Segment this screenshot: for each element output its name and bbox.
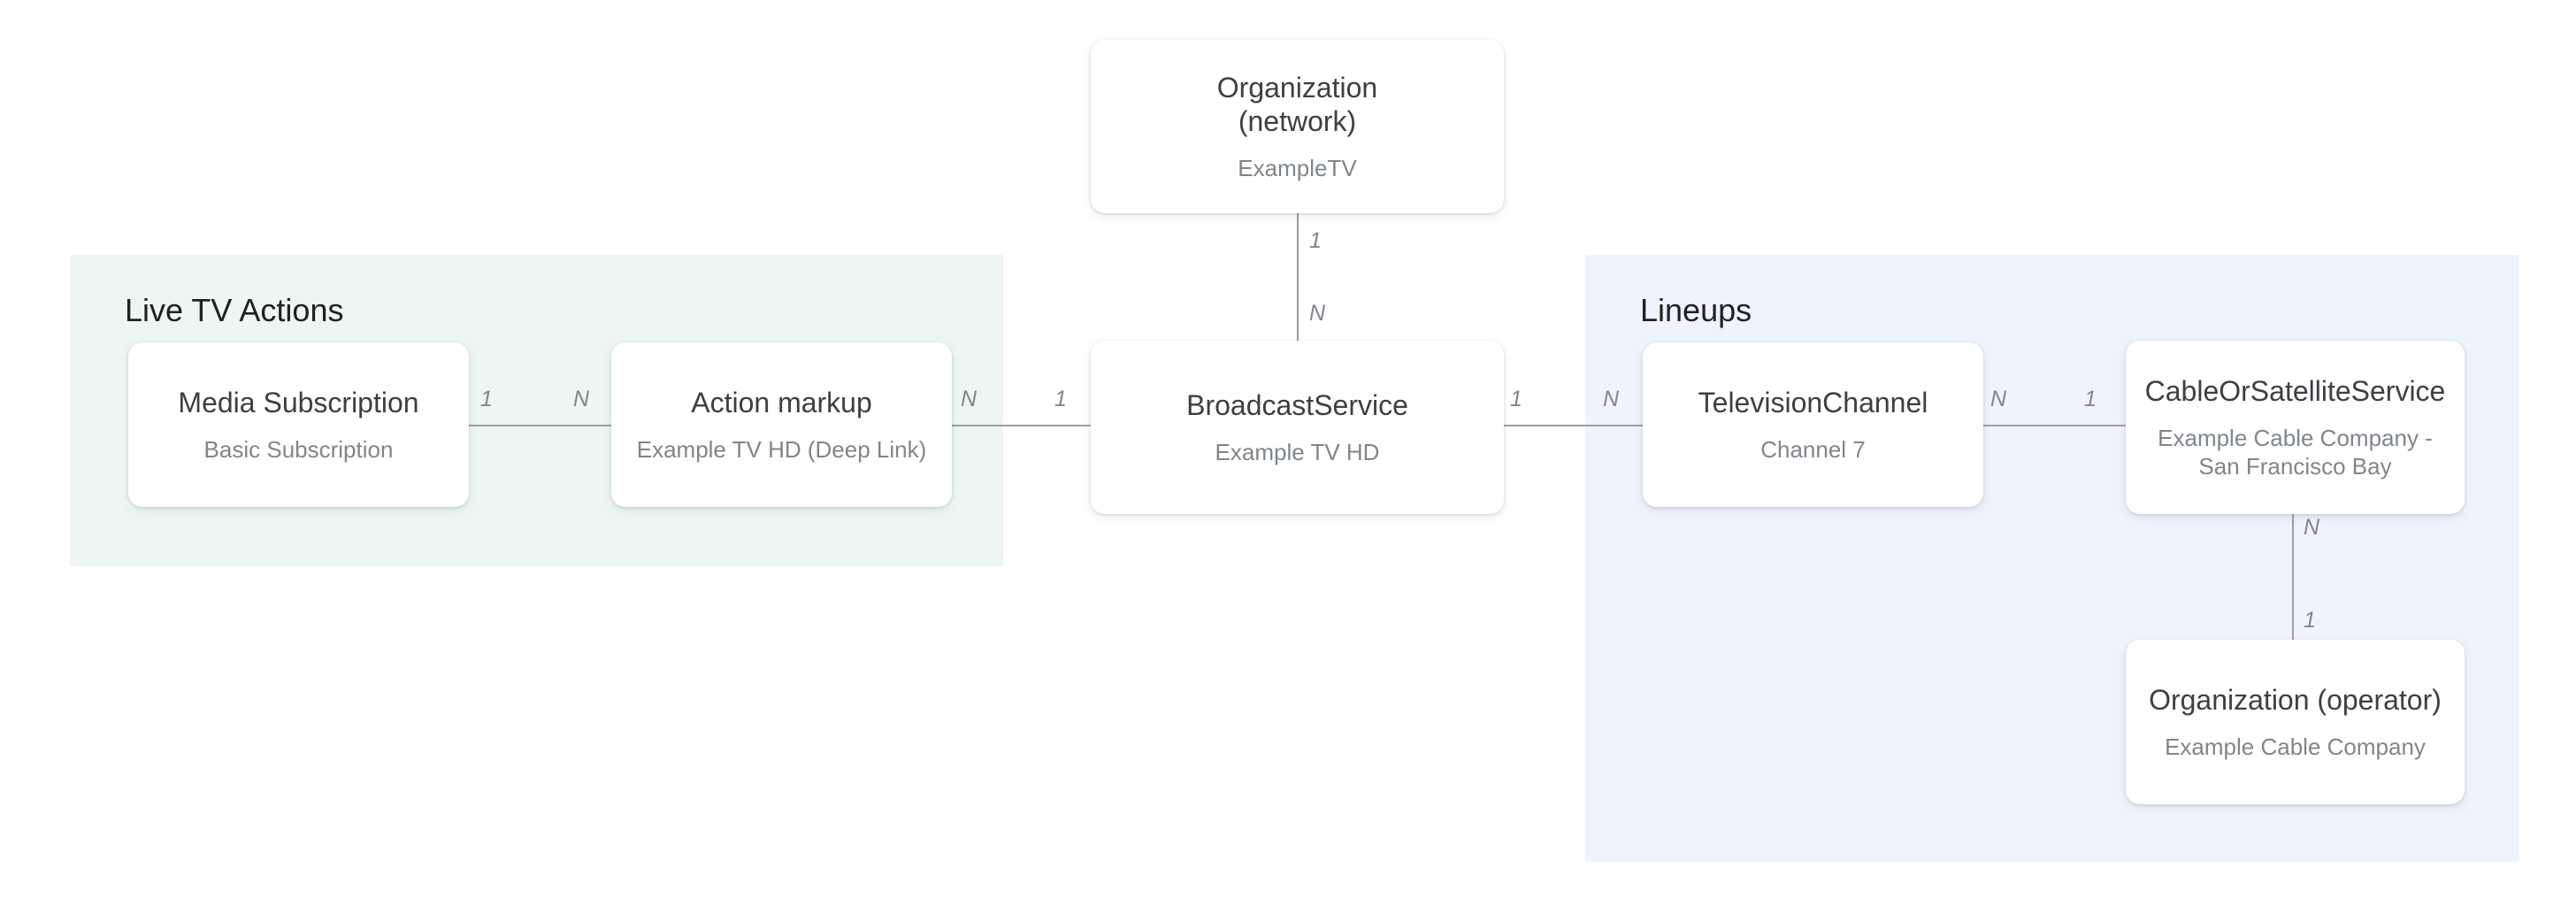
entity-subtitle-broadcast-service: Example TV HD — [1215, 439, 1380, 465]
entity-title-television-channel: TelevisionChannel — [1698, 387, 1928, 418]
group-title-lineups: Lineups — [1640, 292, 1752, 328]
entity-card-television-channel[interactable]: TelevisionChannel Channel 7 — [1643, 342, 1983, 507]
entity-subtitle-cable-or-satellite-service: Example Cable Company - San Francisco Ba… — [2158, 425, 2433, 480]
cardinality-label-cable-or-satellite-service-left: 1 — [2084, 387, 2097, 411]
edge-organization-network-to-broadcast-service — [1297, 213, 1299, 341]
cardinality-label-organization-operator-top: 1 — [2304, 608, 2316, 633]
cardinality-label-organization-network-bottom: 1 — [1309, 228, 1322, 253]
entity-title-cable-or-satellite-service: CableOrSatelliteService — [2144, 375, 2446, 407]
cardinality-label-broadcast-service-left: 1 — [1054, 387, 1067, 411]
cardinality-label-television-channel-right: N — [1990, 387, 2007, 411]
entity-title-action-markup: Action markup — [691, 387, 872, 418]
cardinality-label-cable-or-satellite-service-bottom: N — [2304, 515, 2320, 540]
entity-subtitle-organization-operator: Example Cable Company — [2165, 733, 2426, 760]
entity-subtitle-television-channel: Channel 7 — [1760, 436, 1866, 463]
entity-subtitle-action-markup: Example TV HD (Deep Link) — [636, 436, 927, 463]
entity-card-cable-or-satellite-service[interactable]: CableOrSatelliteService Example Cable Co… — [2126, 341, 2465, 514]
edge-action-markup-to-broadcast-service — [952, 425, 1091, 426]
entity-card-media-subscription[interactable]: Media Subscription Basic Subscription — [128, 342, 469, 507]
cardinality-label-action-markup-right: N — [961, 387, 978, 411]
edge-broadcast-service-to-television-channel — [1504, 425, 1643, 426]
entity-title-organization-network: Organization(network) — [1216, 72, 1378, 137]
entity-subtitle-organization-network: ExampleTV — [1238, 155, 1357, 181]
cardinality-label-media-subscription-right: 1 — [480, 387, 493, 411]
entity-subtitle-media-subscription: Basic Subscription — [203, 436, 394, 463]
entity-title-broadcast-service: BroadcastService — [1186, 389, 1408, 421]
edge-cable-or-satellite-service-to-organization-operator — [2292, 514, 2294, 640]
edge-television-channel-to-cable-or-satellite-service — [1983, 425, 2126, 426]
entity-card-organization-network[interactable]: Organization(network) ExampleTV — [1091, 40, 1504, 213]
entity-title-organization-operator: Organization (operator) — [2149, 684, 2442, 716]
entity-title-media-subscription: Media Subscription — [178, 387, 419, 418]
edge-media-subscription-to-action-markup — [469, 425, 611, 426]
cardinality-label-action-markup-left: N — [573, 387, 590, 411]
cardinality-label-broadcast-service-right: 1 — [1510, 387, 1522, 411]
entity-card-broadcast-service[interactable]: BroadcastService Example TV HD — [1091, 341, 1504, 514]
group-title-live-tv-actions: Live TV Actions — [125, 292, 344, 328]
entity-card-organization-operator[interactable]: Organization (operator) Example Cable Co… — [2126, 640, 2465, 804]
cardinality-label-television-channel-left: N — [1603, 387, 1620, 411]
cardinality-label-broadcast-service-top: N — [1309, 301, 1326, 326]
entity-card-action-markup[interactable]: Action markup Example TV HD (Deep Link) — [611, 342, 952, 507]
